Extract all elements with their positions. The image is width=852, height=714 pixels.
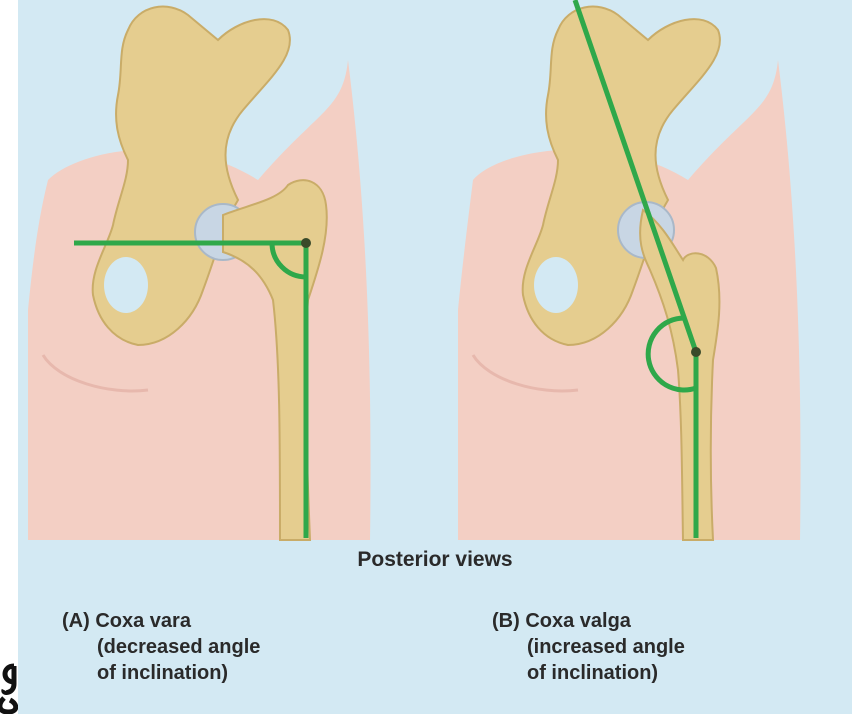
hip-inclination-figure: Posterior views (A) Coxa vara (decreased… xyxy=(18,0,852,714)
panel-a-desc-line1: (decreased angle xyxy=(62,634,260,660)
panel-b-caption: (B) Coxa valga (increased angle of incli… xyxy=(492,608,685,686)
panel-a-illustration xyxy=(28,7,371,540)
panel-a-title: Coxa vara xyxy=(95,610,191,632)
panel-b-letter: (B) xyxy=(492,610,520,632)
obturator-foramen-b xyxy=(534,257,578,313)
view-caption: Posterior views xyxy=(18,548,852,572)
panel-b-desc-line2: of inclination) xyxy=(492,660,685,686)
letter-fragment-icon xyxy=(0,660,18,714)
panel-a-caption: (A) Coxa vara (decreased angle of inclin… xyxy=(62,608,260,686)
panel-b-desc-line1: (increased angle xyxy=(492,634,685,660)
illustration xyxy=(18,0,852,714)
panel-b-title: Coxa valga xyxy=(525,610,631,632)
panel-b-illustration xyxy=(458,0,801,540)
panel-a-desc-line2: of inclination) xyxy=(62,660,260,686)
vertex-dot-b xyxy=(691,347,701,357)
panel-a-letter: (A) xyxy=(62,610,90,632)
obturator-foramen-a xyxy=(104,257,148,313)
vertex-dot-a xyxy=(301,238,311,248)
